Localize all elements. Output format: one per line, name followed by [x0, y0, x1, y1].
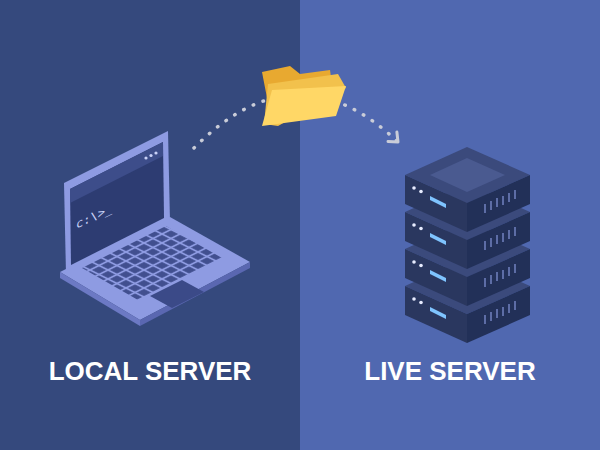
illustration-node: LIVE SERVER — [350, 142, 550, 395]
server-label: LIVE SERVER — [350, 356, 550, 387]
illustration-node: c:\>_ LOCAL SERVER — [40, 148, 260, 395]
server-label: LOCAL SERVER — [40, 356, 260, 387]
command-prompt: c:\>_ — [76, 200, 112, 232]
